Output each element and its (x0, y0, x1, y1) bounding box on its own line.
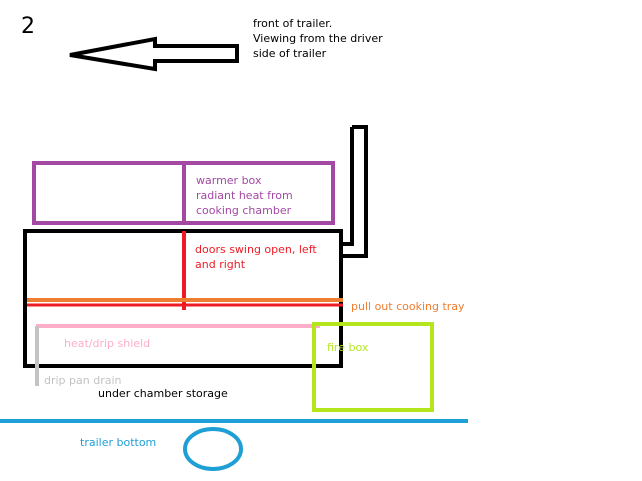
trailer-wheel (183, 427, 243, 471)
smoke-stack (339, 125, 368, 258)
cooking-tray-label: pull out cooking tray (351, 300, 465, 313)
drip-pan-drain-label: drip pan drain (44, 374, 122, 387)
heat-shield-label: heat/drip shield (64, 337, 151, 350)
front-of-trailer-note: front of trailer. Viewing from the drive… (253, 17, 383, 60)
fire-box (312, 322, 434, 412)
warmer-box-label: warmer box radiant heat from cooking cha… (196, 174, 293, 217)
storage-label: under chamber storage (98, 387, 228, 400)
fire-box-label: fire box (327, 341, 369, 354)
doors-label: doors swing open, left and right (195, 243, 317, 271)
front-direction-arrow (69, 36, 239, 72)
page-number: 2 (21, 14, 35, 39)
trailer-bottom-label: trailer bottom (80, 436, 157, 449)
